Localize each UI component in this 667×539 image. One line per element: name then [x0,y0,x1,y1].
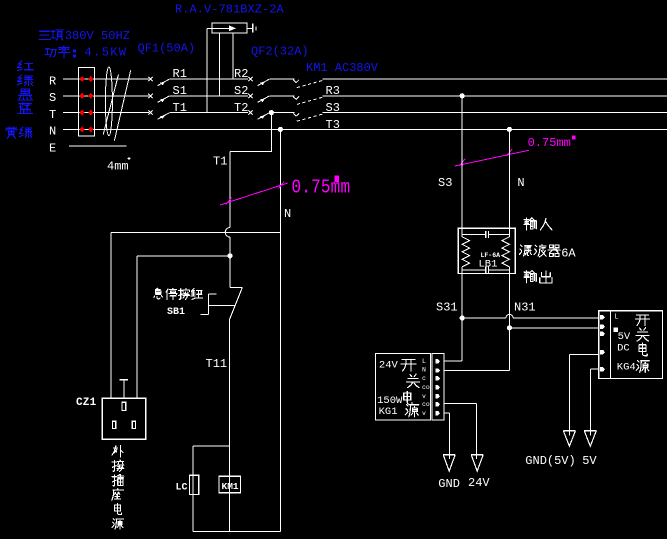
svg-text:KM1: KM1 [222,481,239,492]
svg-text:S3: S3 [438,176,452,190]
svg-text:T: T [49,108,56,122]
svg-text:v: v [422,410,426,417]
svg-text:L: L [614,313,618,321]
svg-text:380V 50HZ: 380V 50HZ [65,29,130,43]
svg-text:co: co [422,401,430,408]
svg-text:0.75mm: 0.75mm [528,136,571,150]
svg-text:5V: 5V [618,331,631,343]
svg-text:6A: 6A [561,246,576,260]
svg-text:T1: T1 [213,155,227,169]
svg-text:E: E [49,142,56,156]
svg-text:v: v [422,393,426,400]
svg-text:S1: S1 [173,84,187,98]
svg-text:R1: R1 [173,67,187,81]
svg-text:4.5KW: 4.5KW [85,46,128,60]
svg-text:T2: T2 [234,101,248,115]
svg-text:T1: T1 [173,101,187,115]
svg-text:KM1 AC380V: KM1 AC380V [306,61,379,75]
svg-text:24V: 24V [468,476,490,490]
svg-text:T11: T11 [206,357,228,371]
svg-text:S31: S31 [436,301,458,315]
svg-text:S: S [49,91,56,105]
svg-text:S3: S3 [326,101,340,115]
svg-text:co: co [422,384,430,391]
svg-text:0.75mm: 0.75mm [292,177,351,199]
svg-text:R2: R2 [234,67,248,81]
svg-text:DC: DC [617,342,630,354]
svg-text:S2: S2 [234,84,248,98]
svg-text:CZ1: CZ1 [76,397,97,409]
svg-text:GND: GND [438,477,460,491]
svg-text:LB1: LB1 [479,259,498,271]
svg-text:L: L [422,358,426,365]
svg-text:R: R [49,74,56,88]
svg-text:c: c [422,375,426,382]
svg-text:LC: LC [176,483,188,494]
svg-text:N: N [517,176,524,190]
svg-text:24V: 24V [379,360,399,372]
svg-text:KG1: KG1 [379,406,398,418]
svg-text:QF1(50A): QF1(50A) [138,42,196,56]
svg-text:GND(5V): GND(5V) [525,454,575,468]
svg-text:N: N [49,125,56,139]
svg-text:N: N [422,367,426,374]
svg-text:R.A.V-781BXZ-2A: R.A.V-781BXZ-2A [175,3,285,17]
svg-text:SB1: SB1 [167,307,185,318]
svg-text:5V: 5V [582,454,597,468]
svg-text:N: N [284,207,291,221]
svg-text:T3: T3 [326,118,340,132]
svg-text:4mm: 4mm [107,160,129,174]
svg-text:KG4: KG4 [617,361,636,373]
svg-text:N31: N31 [514,301,536,315]
svg-text:150W: 150W [377,395,403,407]
svg-text:QF2(32A): QF2(32A) [251,45,309,59]
svg-text:LF-6A: LF-6A [481,252,501,259]
svg-text:R3: R3 [326,84,340,98]
